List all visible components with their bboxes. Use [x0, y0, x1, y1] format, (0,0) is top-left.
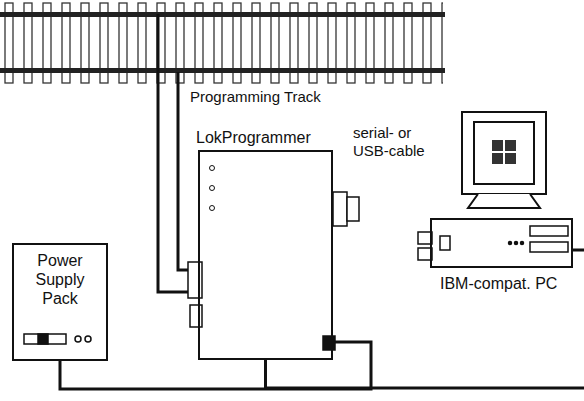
power-supply-box: Power Supply Pack — [12, 243, 108, 361]
track — [0, 2, 445, 86]
box-heading: LokProgrammer — [196, 128, 311, 147]
track-label: Programming Track — [188, 88, 323, 106]
box-heading: IBM-compat. PC — [440, 274, 557, 293]
track-wires — [158, 14, 198, 292]
pc-front — [440, 226, 568, 252]
leds — [210, 166, 215, 211]
cable-label: serial- or USB-cable — [351, 124, 441, 160]
box-label: Power Supply Pack — [14, 245, 106, 314]
pc-box: IBM-compat. PC — [430, 218, 573, 268]
connectors-plugs — [188, 192, 432, 350]
power-switch — [24, 334, 91, 344]
cable — [266, 250, 584, 388]
monitor — [462, 112, 546, 208]
lokprogrammer-box: LokProgrammer — [198, 150, 333, 360]
